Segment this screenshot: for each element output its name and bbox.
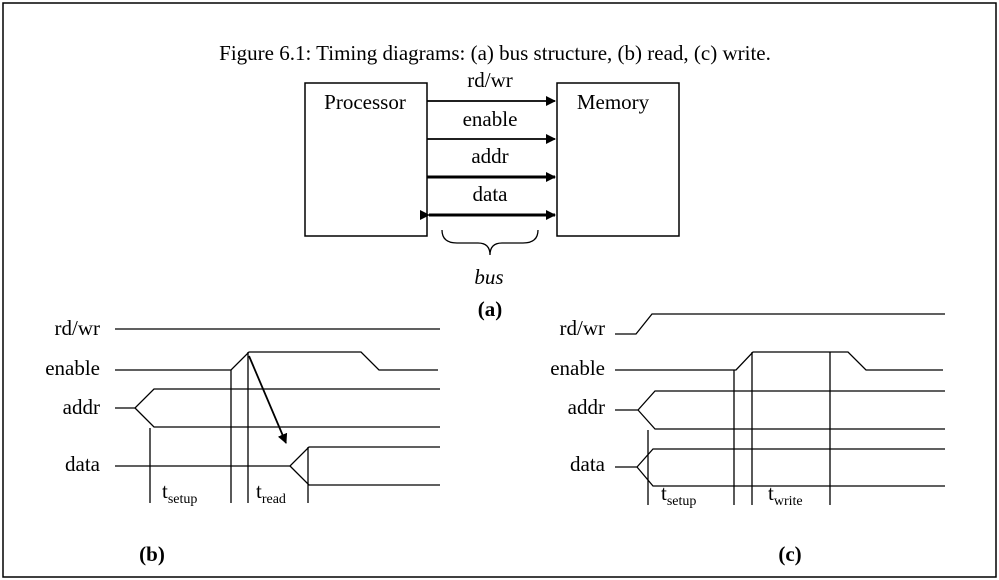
read-data-wave-lower [289,465,440,486]
read-signal-data-label: data [65,452,101,476]
bus-signal-enable-label: enable [463,107,518,131]
processor-block [304,82,428,237]
read-signal-enable-label: enable [45,356,100,380]
write-timing-diagram: rd/wr enable addr data tsetup twrite (c) [550,313,945,566]
caption-a: (a) [478,297,503,321]
memory-label: Memory [577,90,650,114]
processor-label: Processor [324,90,406,114]
write-data-wave-upper [615,448,945,468]
read-access-arrow [248,355,288,444]
caption-c: (c) [778,542,801,566]
write-addr-wave-lower [637,409,945,430]
read-addr-wave-upper [115,388,440,409]
write-data-wave-lower [636,466,945,487]
bus-label: bus [474,265,503,289]
memory-block [556,82,680,237]
bus-signal-rdwr-label: rd/wr [467,68,513,92]
read-timing-diagram: rd/wr enable addr data tsetup tread (b) [45,316,440,566]
write-t-write-label: twrite [768,481,803,509]
read-signal-addr-label: addr [63,395,100,419]
write-signal-rdwr-label: rd/wr [560,316,606,340]
bus-brace [441,229,539,256]
read-t-read-label: tread [256,479,286,507]
write-signal-data-label: data [570,452,606,476]
write-signal-enable-label: enable [550,356,605,380]
read-t-setup-label: tsetup [162,479,197,507]
read-addr-wave-lower [134,407,440,428]
write-enable-wave [615,351,943,371]
read-signal-rdwr-label: rd/wr [55,316,101,340]
write-signal-addr-label: addr [568,395,605,419]
caption-b: (b) [139,542,165,566]
write-addr-wave-upper [615,390,945,411]
read-enable-wave [115,351,438,371]
write-t-setup-label: tsetup [661,481,696,509]
bus-signal-data-label: data [473,182,509,206]
bus-signal-addr-label: addr [471,144,508,168]
write-rdwr-wave [615,313,945,335]
bus-structure-diagram: Processor Memory rd/wr enable addr data … [304,68,680,321]
read-data-wave-upper [115,446,440,467]
figure-title: Figure 6.1: Timing diagrams: (a) bus str… [219,41,771,65]
